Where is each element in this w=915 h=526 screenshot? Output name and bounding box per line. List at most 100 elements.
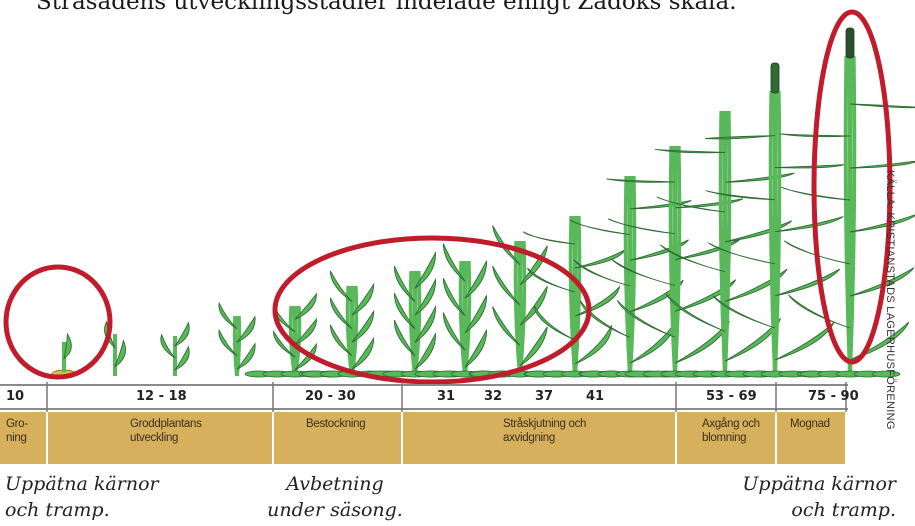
plant-leaf xyxy=(351,282,375,316)
plant-leaf xyxy=(724,268,788,302)
plant-leaf xyxy=(393,319,416,357)
plant-leaf xyxy=(114,339,126,368)
scale-number-32: 32 xyxy=(484,389,503,404)
plant xyxy=(779,27,915,378)
plant-leaf xyxy=(674,279,737,312)
plant-leaf xyxy=(218,301,238,330)
plant-leaf xyxy=(464,329,488,368)
plant-leaf xyxy=(218,328,238,357)
plant-leaf xyxy=(849,160,915,169)
plant xyxy=(364,250,466,378)
caption-middle: Avbetning under säsong. xyxy=(267,473,403,521)
plant-leaf xyxy=(724,318,781,362)
plant-leaf xyxy=(519,326,548,367)
plant-leaf xyxy=(783,240,851,265)
plant-leaf xyxy=(607,218,676,235)
plant-leaf xyxy=(492,306,521,346)
scale-number-41: 41 xyxy=(586,389,605,404)
plant-leaf xyxy=(724,220,793,243)
plant-leaf xyxy=(573,259,631,287)
plant-leaf xyxy=(492,265,521,306)
plant-ear xyxy=(770,62,780,94)
plant-leaf xyxy=(656,196,726,213)
plant-leaf xyxy=(173,345,190,372)
scale-number-75-90: 75 - 90 xyxy=(808,389,859,404)
plant-leaf xyxy=(629,279,684,313)
plant-leaf xyxy=(788,294,851,329)
plant-leaf xyxy=(533,305,576,341)
plant-leaf xyxy=(705,135,776,140)
plant-leaf xyxy=(849,214,915,233)
stage-bestockning: Bestockning xyxy=(274,412,401,464)
scale-number-20-30: 20 - 30 xyxy=(305,389,356,404)
plant-leaf xyxy=(674,321,730,364)
plant-leaf xyxy=(393,292,416,330)
plant-leaf xyxy=(492,225,521,265)
plant-leaf xyxy=(606,178,676,183)
plant-leaf xyxy=(294,317,317,345)
plant-leaf xyxy=(236,315,256,343)
plant xyxy=(522,215,627,378)
plant-leaf xyxy=(351,336,375,370)
page-title: Stråsädens utvecklingsstadier indelade e… xyxy=(36,0,737,15)
plant-leaf xyxy=(579,300,631,338)
plant-stem xyxy=(350,285,359,377)
plant-leaf xyxy=(464,260,488,299)
plant xyxy=(61,332,72,373)
scale-number-12-18: 12 - 18 xyxy=(136,389,187,404)
plant xyxy=(218,301,256,377)
plant-leaf xyxy=(236,342,256,370)
plant-leaf xyxy=(774,322,835,361)
plant-leaf xyxy=(660,244,726,273)
plant-leaf xyxy=(849,103,915,109)
plant-leaf xyxy=(519,286,548,326)
caption-left: Uppätna kärnor och tramp. xyxy=(5,473,159,521)
plant-leaf xyxy=(173,321,190,348)
highlight-ring-right xyxy=(811,9,893,365)
plant-leaf xyxy=(414,250,437,289)
plant-leaf xyxy=(629,239,689,261)
plant-stem xyxy=(673,145,682,377)
plant-stem xyxy=(518,240,527,377)
plant-leaf xyxy=(393,265,416,303)
plant-leaf xyxy=(674,198,744,209)
plant-leaf xyxy=(414,277,437,316)
plant-leaf xyxy=(329,324,353,357)
plant-leaf xyxy=(414,304,437,343)
plant-leaf xyxy=(774,268,841,297)
plant-leaf xyxy=(774,164,846,169)
stage-straskjutning: Stråskjutning och axvidgning xyxy=(403,412,675,464)
stage-axgang-blomning: Axgång och blomning xyxy=(677,412,775,464)
stage-mognad: Mognad xyxy=(777,412,845,464)
plant-ear xyxy=(845,27,855,59)
source-credit: KÄLLA: KRISTIANSTADS LAGERHUSFÖRENING xyxy=(884,170,896,430)
plant-illustrations xyxy=(51,27,915,379)
plant-stem xyxy=(235,315,242,377)
plant-leaf xyxy=(569,219,631,236)
plant xyxy=(160,321,190,376)
highlight-ring-left xyxy=(3,264,113,380)
plant-leaf xyxy=(611,258,676,286)
plant-leaf xyxy=(522,231,576,245)
plant-stem xyxy=(573,215,582,377)
plant-leaf xyxy=(63,332,72,360)
plant-leaf xyxy=(665,293,726,332)
plant-leaf xyxy=(294,292,317,320)
highlight-ring-middle xyxy=(272,235,592,385)
stage-groddplantans-utveckling: Groddplantans utveckling xyxy=(48,412,272,464)
plant-leaf xyxy=(705,190,776,201)
plant-leaf xyxy=(464,295,488,334)
highlight-rings xyxy=(3,9,893,385)
plant-leaf xyxy=(849,267,915,297)
plant-leaf xyxy=(774,216,844,233)
plant-stem xyxy=(628,175,637,377)
plant-leaf xyxy=(414,331,437,370)
scale-number-37: 37 xyxy=(535,389,554,404)
plant-stem xyxy=(463,260,472,377)
plant-leaf xyxy=(329,297,353,330)
scale-number-10: 10 xyxy=(6,389,25,404)
plant-leaf xyxy=(442,277,466,316)
plant-leaf xyxy=(781,186,851,201)
plant-leaf xyxy=(527,267,576,293)
